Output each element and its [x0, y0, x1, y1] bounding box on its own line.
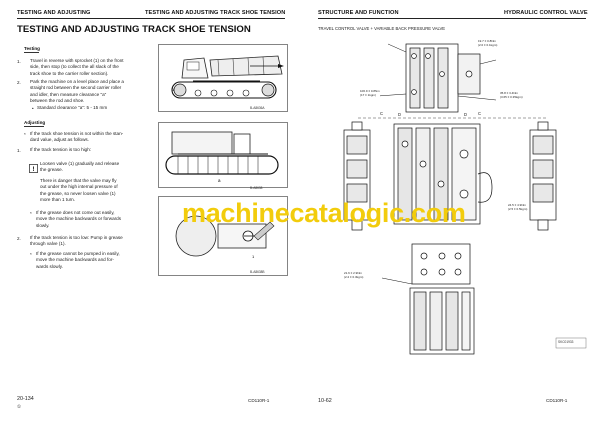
- grease-bullet-text: If the grease does not come out easily, …: [36, 210, 122, 228]
- section-letter-c-left: C: [380, 111, 384, 116]
- torque-callout-3: 35.8 ± 3.4Nm(3.65 ± 0.35kgm): [500, 91, 523, 100]
- adjusting-step1-text: If the track tension is too high:: [30, 147, 92, 152]
- testing-step2-number: 2.: [17, 80, 21, 85]
- adjusting-step2-number: 2.: [17, 236, 21, 241]
- grease-valve-figure: 1: [158, 196, 288, 281]
- grease-bullet-mark: *: [30, 211, 32, 216]
- adjusting-heading: Adjusting: [24, 120, 46, 125]
- section-letter-d-left: D: [398, 112, 402, 117]
- left-model-name: CD110R-1: [248, 398, 270, 403]
- revision-mark: ①: [17, 404, 22, 409]
- svg-text:1: 1: [252, 254, 255, 259]
- left-header-topic: TESTING AND ADJUSTING TRACK SHOE TENSION: [145, 10, 286, 16]
- diagram-code: SKC01933: [558, 340, 574, 344]
- crawler-side-view-figure: 1: [158, 44, 288, 117]
- figure3-code: B-A8638B: [250, 270, 265, 274]
- right-header-topic: HYDRAULIC CONTROL VALVE: [504, 10, 588, 16]
- grease2-bullet-text: If the grease cannot be pumped in easily…: [36, 251, 120, 269]
- testing-step1-number: 1.: [17, 59, 21, 64]
- left-page: TESTING AND ADJUSTING TESTING AND ADJUST…: [17, 10, 288, 409]
- right-model-name: CD110R-1: [546, 398, 568, 403]
- adjusting-intro-bullet: *: [24, 132, 26, 137]
- testing-step2-text: Park the machine on a level place and pl…: [30, 79, 124, 104]
- testing-heading: Testing: [24, 46, 40, 51]
- left-header-rule: [17, 18, 285, 19]
- adjusting-intro: If the track shoe tension is not within …: [30, 131, 124, 143]
- warning-icon: !: [29, 160, 38, 178]
- adjusting-step1-number: 1.: [17, 148, 21, 153]
- adjusting-underline: [24, 126, 44, 127]
- testing-step1-text: Travel in reverse with sprocket (1) on t…: [30, 58, 124, 76]
- diagram-subtitle: TRAVEL CONTROL VALVE + VARIABLE BACK PRE…: [318, 26, 446, 31]
- grease2-bullet-mark: *: [30, 252, 32, 257]
- section-letter-c-right: C: [478, 111, 482, 116]
- site-watermark: machinecatalogic.com: [182, 198, 466, 228]
- right-header-rule: [318, 18, 586, 19]
- adjusting-step2-text: If the track tension is too low: Pump in…: [30, 235, 123, 247]
- control-valve-diagram: [318, 34, 588, 365]
- figure2-code: B-A8638: [250, 186, 263, 190]
- svg-text:1: 1: [172, 87, 175, 92]
- loosen-valve-text: Loosen valve (1) gradually and release t…: [40, 161, 120, 173]
- testing-underline: [24, 52, 39, 53]
- right-page: STRUCTURE AND FUNCTION HYDRAULIC CONTROL…: [300, 0, 600, 424]
- torque-callout-5: 21.6 ± 2.9Nm(2.2 ± 0.3kgm): [344, 271, 364, 280]
- figure1-code: B-A8636A: [250, 106, 265, 110]
- clearance-measure-figure: a: [158, 122, 288, 193]
- torque-callout-2: 106.9 ± 0.8Nm(17 ± 1kgm): [360, 89, 380, 98]
- svg-text:!: !: [32, 166, 34, 173]
- torque-callout-1: 19.7 ± 0.8Nm(2.0 ± 0.1kgm): [478, 39, 498, 48]
- testing-bullet-mark: •: [32, 106, 34, 111]
- section-letter-d-right: D: [464, 112, 468, 117]
- left-page-number: 20-134: [17, 396, 34, 402]
- left-header-section: TESTING AND ADJUSTING: [17, 10, 91, 16]
- right-page-number: 10-62: [318, 398, 332, 404]
- warning-text: There is danger that the valve may fly o…: [40, 178, 118, 203]
- right-header-section: STRUCTURE AND FUNCTION: [318, 10, 399, 16]
- torque-callout-4: 24.5 ± 4.9Nm(2.5 ± 0.5kgm): [508, 203, 528, 212]
- standard-clearance: Standard clearance "a": 5 - 15 mm: [37, 105, 108, 110]
- svg-text:a: a: [218, 178, 221, 183]
- page-title: TESTING AND ADJUSTING TRACK SHOE TENSION: [17, 24, 251, 35]
